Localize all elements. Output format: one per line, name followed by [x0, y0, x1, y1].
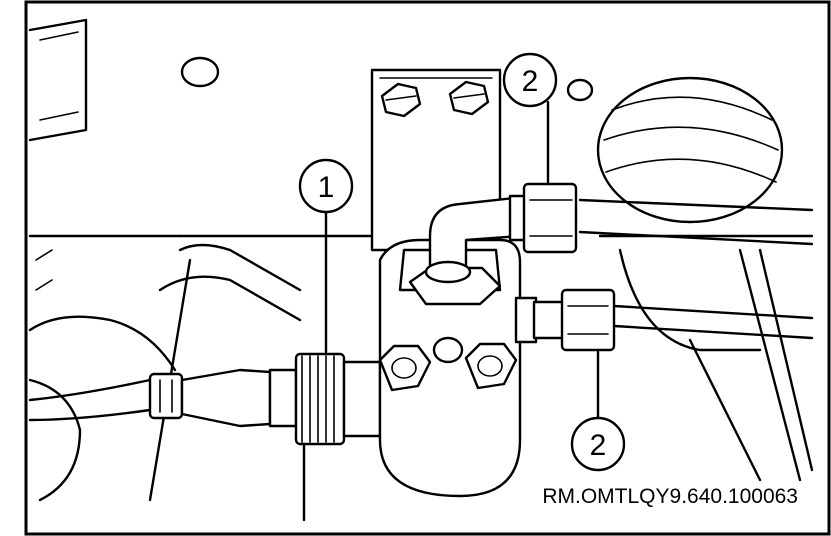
- valve-port: [432, 336, 464, 364]
- coupling-nut: [268, 352, 382, 446]
- left-hose: [28, 243, 302, 502]
- lower-right-cylinder: [618, 248, 814, 482]
- bracket-bolt-right: [448, 80, 490, 116]
- callout-2-lower: 2: [570, 416, 626, 472]
- valve-bolt-right: [464, 342, 518, 390]
- callout-leaders: [302, 100, 600, 522]
- upper-fitting-nut: [508, 182, 578, 254]
- valve-bolt-left: [378, 344, 432, 392]
- callout-2-lower-number: 2: [590, 429, 607, 462]
- callout-1-number: 1: [318, 171, 335, 204]
- lower-pipe: [612, 304, 814, 340]
- lower-fitting-nut: [514, 288, 616, 352]
- callout-1-circle: [298, 158, 354, 214]
- sensor-connector: [148, 368, 272, 428]
- filter-housing: [596, 76, 784, 224]
- bracket-bolt-left: [380, 82, 422, 118]
- callout-2-upper-circle: [502, 52, 558, 108]
- callout-2-upper: 2: [502, 52, 558, 108]
- plug-left: [180, 56, 220, 88]
- valve-block: [378, 238, 522, 498]
- plug-right: [566, 78, 594, 102]
- engine-block-left: [28, 18, 182, 502]
- callout-1: 1: [298, 158, 354, 214]
- callout-2-upper-number: 2: [522, 65, 539, 98]
- callout-2-lower-circle: [570, 416, 626, 472]
- upper-pipe: [578, 198, 814, 246]
- figure-frame: [24, 0, 831, 536]
- elbow-fitting: [424, 196, 522, 284]
- reference-code: RM.OMTLQY9.640.100063: [539, 484, 801, 510]
